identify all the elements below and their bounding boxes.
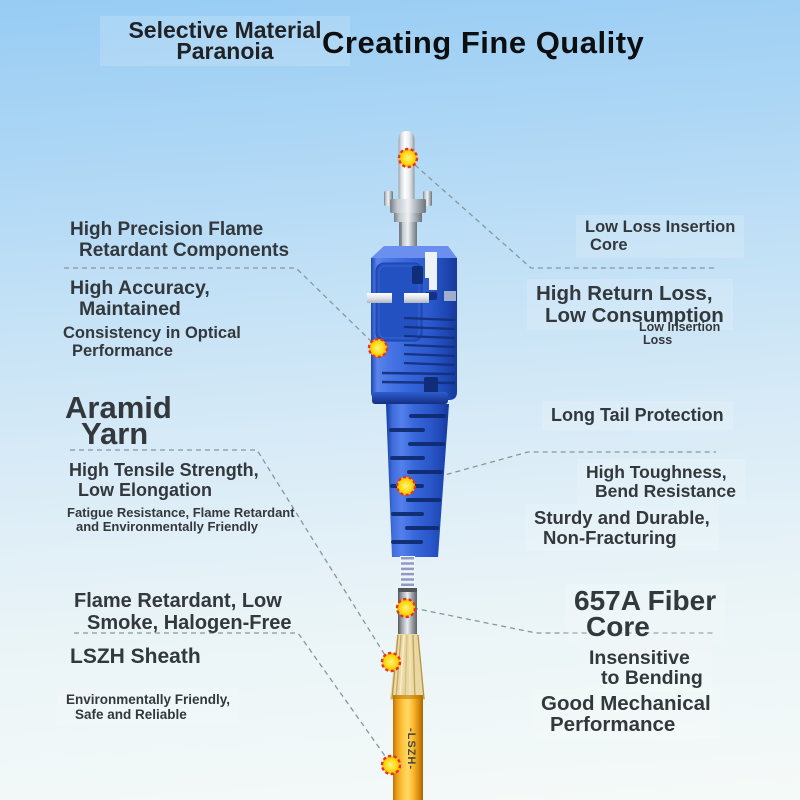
- callout-right-2-sub1: High Toughness, Bend Resistance: [577, 459, 746, 504]
- sub-line: High Tensile Strength,: [69, 460, 259, 480]
- heading-line: Core: [590, 235, 628, 254]
- callout-left-2-sub1: High Tensile Strength, Low Elongation: [69, 460, 259, 500]
- sub-line: Consistency in Optical: [63, 324, 241, 342]
- callout-line-right-3: [412, 607, 713, 634]
- sub-line: Safe and Reliable: [75, 707, 187, 722]
- callout-line-right-1: [414, 164, 714, 269]
- marker-ferrule: [397, 147, 419, 169]
- sub-line: Performance: [550, 713, 676, 736]
- lszh-cable: -LSZH-: [393, 695, 423, 800]
- callout-right-1-heading: Low Loss Insertion Core: [576, 215, 745, 258]
- slogan-line-2: Paranoia: [176, 38, 274, 64]
- sub-line: Good Mechanical: [541, 692, 711, 715]
- heading-line: Aramid: [65, 390, 172, 425]
- header-slogan: Selective Material Paranoia: [100, 16, 350, 66]
- sub-line: Insensitive: [589, 647, 690, 669]
- sub-line: and Environmentally Friendly: [76, 519, 259, 534]
- heading-line: Retardant Components: [79, 239, 290, 261]
- sub-line: High Accuracy,: [70, 277, 210, 299]
- body-stripe-right: [404, 293, 429, 303]
- sub-line: Environmentally Friendly,: [66, 692, 231, 707]
- sub-line: Low Insertion: [639, 320, 721, 334]
- metal-flange: [384, 191, 432, 246]
- body-stripe-left: [367, 293, 392, 303]
- key-slot: [425, 252, 437, 290]
- sub-line: Sturdy and Durable,: [534, 507, 710, 528]
- callout-right-2-sub2: Sturdy and Durable, Non-Fracturing: [525, 504, 719, 551]
- marker-boot: [395, 475, 417, 497]
- heading-line: Flame Retardant, Low: [74, 590, 282, 612]
- sub-line: Low Elongation: [78, 479, 212, 500]
- callout-right-1-sub1: High Return Loss, Low Consumption: [527, 279, 733, 330]
- heading-line: Yarn: [81, 416, 149, 451]
- callout-right-3-heading: 657A Fiber Core: [565, 584, 726, 644]
- sub-line: to Bending: [601, 667, 703, 689]
- sub-line: Fatigue Resistance, Flame Retardant: [67, 505, 295, 520]
- sub-line: Low Consumption: [545, 303, 724, 327]
- callout-line-left-2: [70, 449, 389, 661]
- point-markers: [367, 147, 419, 776]
- heading-line: Low Loss Insertion: [585, 218, 736, 236]
- sc-connector-render: -LSZH-: [367, 131, 457, 800]
- heading-line: High Precision Flame: [70, 219, 264, 240]
- callout-left-3-sub2: Environmentally Friendly, Safe and Relia…: [57, 688, 240, 726]
- sub-line: Maintained: [79, 297, 181, 320]
- sub-line: High Return Loss,: [536, 282, 713, 305]
- cable-print-text: -LSZH-: [405, 728, 417, 770]
- fiber-coil: [400, 556, 415, 590]
- heading-line: Long Tail Protection: [551, 405, 724, 425]
- heading-line: Smoke, Halogen-Free: [87, 611, 292, 634]
- callout-left-1-heading: High Precision Flame Retardant Component…: [70, 219, 290, 261]
- body-bottom-cap: [372, 392, 448, 404]
- callout-left-1-sub1: High Accuracy, Maintained: [70, 278, 210, 319]
- callout-right-3-sub2: Good Mechanical Performance: [532, 689, 720, 739]
- callout-left-3-heading: Flame Retardant, Low Smoke, Halogen-Free: [74, 590, 292, 634]
- callout-line-right-2: [411, 451, 716, 485]
- boot: [386, 404, 449, 557]
- callout-right-2-heading: Long Tail Protection: [542, 401, 733, 430]
- sub-line: Performance: [72, 342, 173, 360]
- callout-line-left-3: [74, 632, 391, 764]
- callout-left-1-sub2: Consistency in Optical Performance: [63, 324, 241, 360]
- marker-cable: [380, 754, 402, 776]
- marker-body: [367, 337, 389, 359]
- sub-line: LSZH Sheath: [70, 645, 201, 668]
- page-title: Creating Fine Quality: [322, 25, 645, 60]
- marker-fiber-core: [395, 597, 417, 619]
- heading-line: Core: [586, 611, 650, 642]
- sub-line: Bend Resistance: [595, 480, 737, 501]
- marker-aramid-yarn: [380, 651, 402, 673]
- callout-left-2-sub2: Fatigue Resistance, Flame Retardant and …: [67, 506, 295, 534]
- callout-left-2-heading: Aramid Yarn: [65, 390, 172, 451]
- callout-lines: [64, 164, 716, 764]
- sub-line: Non-Fracturing: [543, 526, 677, 548]
- aramid-yarn: [390, 634, 425, 700]
- callout-left-3-sub1: LSZH Sheath: [70, 645, 201, 669]
- callout-right-3-sub1: Insensitive to Bending: [580, 644, 712, 692]
- sub-line: High Toughness,: [586, 462, 727, 482]
- connector-body: [367, 246, 457, 404]
- slogan-line-1: Selective Material: [128, 17, 322, 43]
- callout-right-1-sub2: Low Insertion Loss: [639, 321, 720, 347]
- sub-line: Loss: [643, 333, 673, 347]
- heading-line: 657A Fiber: [574, 585, 717, 616]
- callout-line-left-1: [64, 267, 378, 348]
